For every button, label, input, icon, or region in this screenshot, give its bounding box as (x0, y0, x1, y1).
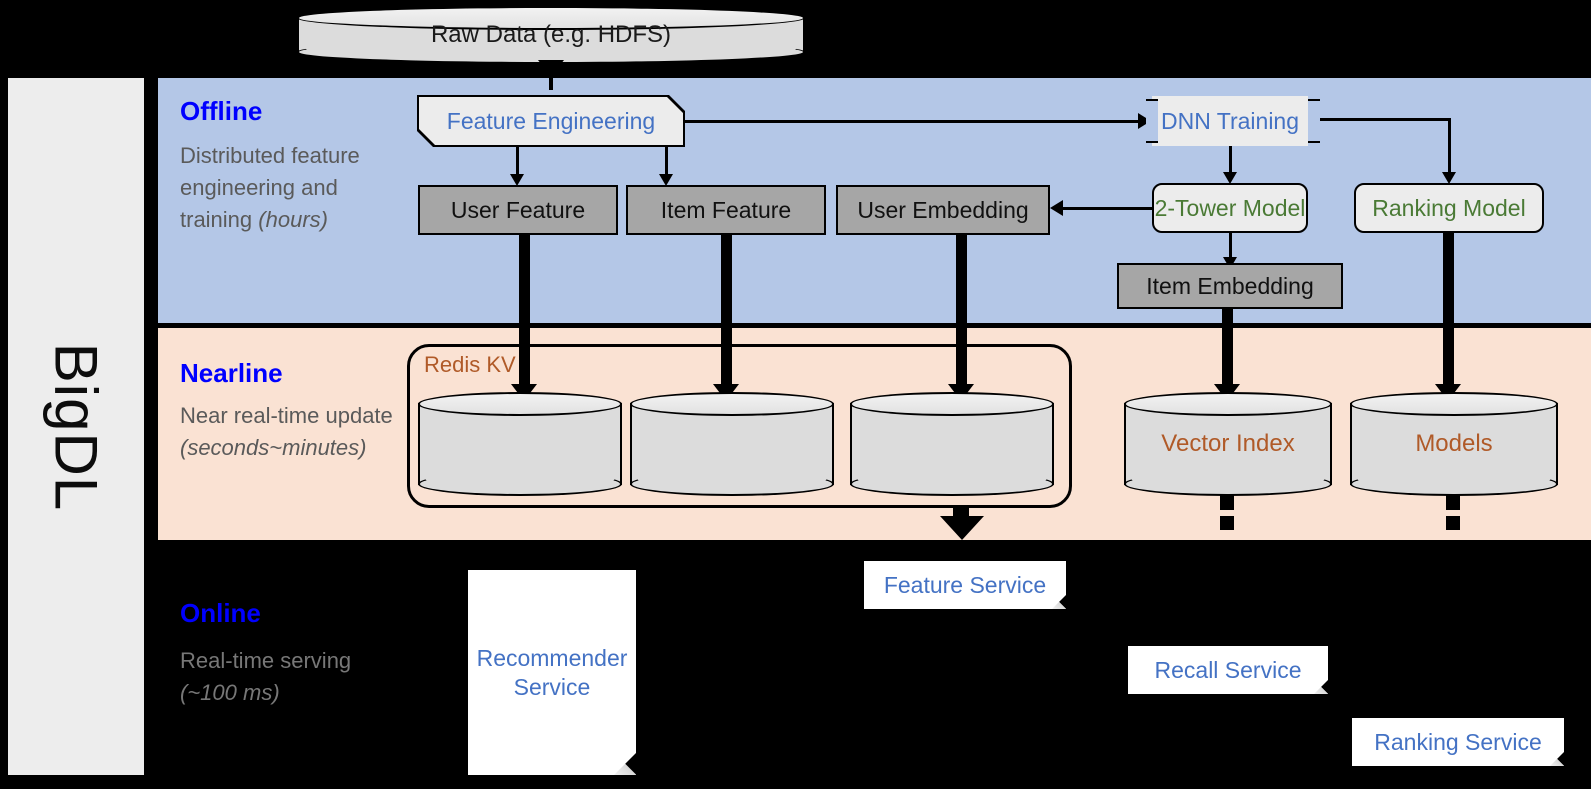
kv-store-3-cylinder[interactable] (850, 392, 1054, 496)
cylinder-top (1350, 392, 1558, 416)
cylinder-bottom (850, 472, 1054, 496)
edge-dnn-to-ranking-v (1448, 118, 1451, 174)
models-cylinder[interactable]: Models (1350, 392, 1558, 496)
offline-title: Offline (180, 96, 263, 126)
document-page (468, 570, 636, 775)
connector-vectorindex-dash-1 (1220, 494, 1234, 510)
ranking-service-node[interactable]: Ranking Service (1352, 718, 1564, 766)
arrow-dnn-to-twotower (1223, 172, 1237, 184)
vector-index-label: Vector Index (1161, 430, 1295, 457)
online-title: Online (180, 598, 261, 628)
user-feature-node[interactable]: User Feature (418, 185, 618, 235)
user-embedding-label: User Embedding (857, 196, 1029, 223)
item-embedding-label: Item Embedding (1146, 272, 1314, 299)
cylinder-top (297, 6, 805, 30)
raw-data-cylinder: Raw Data (e.g. HDFS) (297, 6, 805, 64)
connector-models-dash-2 (1446, 516, 1460, 530)
arrow-fe-to-userfeature (510, 174, 524, 186)
cylinder-bottom (630, 472, 834, 496)
raw-data-label: Raw Data (e.g. HDFS) (430, 21, 672, 48)
user-embedding-node[interactable]: User Embedding (836, 185, 1050, 235)
arrow-dnn-to-ranking (1442, 172, 1456, 184)
kv-store-2-cylinder[interactable] (630, 392, 834, 496)
pipe-itemembedding-to-vectorindex (1222, 308, 1233, 388)
nearline-title: Nearline (180, 358, 283, 388)
arrow-fe-to-itemfeature (659, 174, 673, 186)
online-desc-main: Real-time serving (180, 648, 352, 673)
edge-twotower-to-itemembedding (1229, 233, 1232, 259)
redis-kv-label: Redis KV (424, 352, 516, 377)
offline-description: Distributed feature engineering and trai… (180, 140, 405, 236)
feature-service-node[interactable]: Feature Service (864, 561, 1066, 609)
kv-store-3-label (850, 392, 1054, 496)
edge-twotower-to-userembedding (1062, 207, 1154, 210)
two-tower-model-node[interactable]: 2-Tower Model (1152, 183, 1308, 233)
edge-rawdata-to-fe (549, 64, 553, 90)
nearline-desc-italic: (seconds~minutes) (180, 435, 367, 460)
cylinder-top (1124, 392, 1332, 416)
redis-kv-container (407, 344, 1072, 508)
online-desc-italic: (~100 ms) (180, 680, 280, 705)
arrow-kv-to-featureservice (940, 516, 984, 540)
two-tower-model-label: 2-Tower Model (1154, 194, 1306, 221)
recall-service-node[interactable]: Recall Service (1128, 646, 1328, 694)
edge-dnn-to-twotower (1229, 146, 1232, 174)
kv-store-1-label (418, 392, 622, 496)
recommender-service-label: Recommender Service (476, 644, 628, 700)
pipe-itemfeature-to-kv (721, 234, 732, 388)
pipe-userfeature-to-kv (519, 234, 530, 388)
bigdl-rail: BigDL (8, 78, 144, 775)
arrow-twotower-to-userembedding (1050, 200, 1063, 216)
online-description: Real-time serving (~100 ms) (180, 645, 405, 709)
kv-store-1-cylinder[interactable] (418, 392, 622, 496)
ranking-service-label: Ranking Service (1374, 728, 1542, 755)
document-page (864, 561, 1066, 609)
feature-engineering-label: Feature Engineering (446, 107, 656, 134)
models-label: Models (1415, 430, 1493, 457)
feature-service-label: Feature Service (883, 571, 1047, 598)
recommender-service-node[interactable]: Recommender Service (468, 570, 636, 775)
document-page (1128, 646, 1328, 694)
offline-desc-italic: (hours) (258, 207, 328, 232)
edge-fe-to-userfeature (516, 145, 519, 176)
item-embedding-node[interactable]: Item Embedding (1117, 263, 1343, 309)
pipe-userembedding-to-kv (956, 234, 967, 388)
item-feature-label: Item Feature (660, 196, 792, 223)
nearline-description: Near real-time update (seconds~minutes) (180, 400, 405, 464)
pipe-rankingmodel-to-models (1443, 232, 1454, 388)
recall-service-label: Recall Service (1154, 656, 1302, 683)
cylinder-bottom (418, 472, 622, 496)
document-page (1352, 718, 1564, 766)
dnn-right-bracket (1308, 99, 1320, 143)
ranking-model-label: Ranking Model (1372, 194, 1526, 221)
cylinder-top (630, 392, 834, 416)
vector-index-cylinder[interactable]: Vector Index (1124, 392, 1332, 496)
ranking-model-node[interactable]: Ranking Model (1354, 183, 1544, 233)
user-feature-label: User Feature (450, 196, 586, 223)
arrow-rawdata-to-fe (538, 60, 564, 77)
kv-store-2-label (630, 392, 834, 496)
cylinder-top (850, 392, 1054, 416)
dnn-left-bracket (1146, 99, 1158, 143)
offline-desc-main: Distributed feature engineering and trai… (180, 143, 360, 232)
cylinder-top (418, 392, 622, 416)
item-feature-node[interactable]: Item Feature (626, 185, 826, 235)
edge-fe-to-itemfeature (665, 145, 668, 176)
connector-vectorindex-dash-2 (1220, 516, 1234, 530)
edge-dnn-to-ranking-h (1320, 118, 1450, 121)
feature-engineering-node[interactable]: Feature Engineering (419, 97, 683, 145)
edge-fe-to-dnn (685, 120, 1140, 123)
nearline-desc-main: Near real-time update (180, 403, 393, 428)
bigdl-label: BigDL (42, 342, 110, 511)
dnn-training-label: DNN Training (1160, 107, 1300, 134)
dnn-training-node[interactable]: DNN Training (1152, 96, 1308, 146)
connector-models-dash-1 (1446, 494, 1460, 510)
